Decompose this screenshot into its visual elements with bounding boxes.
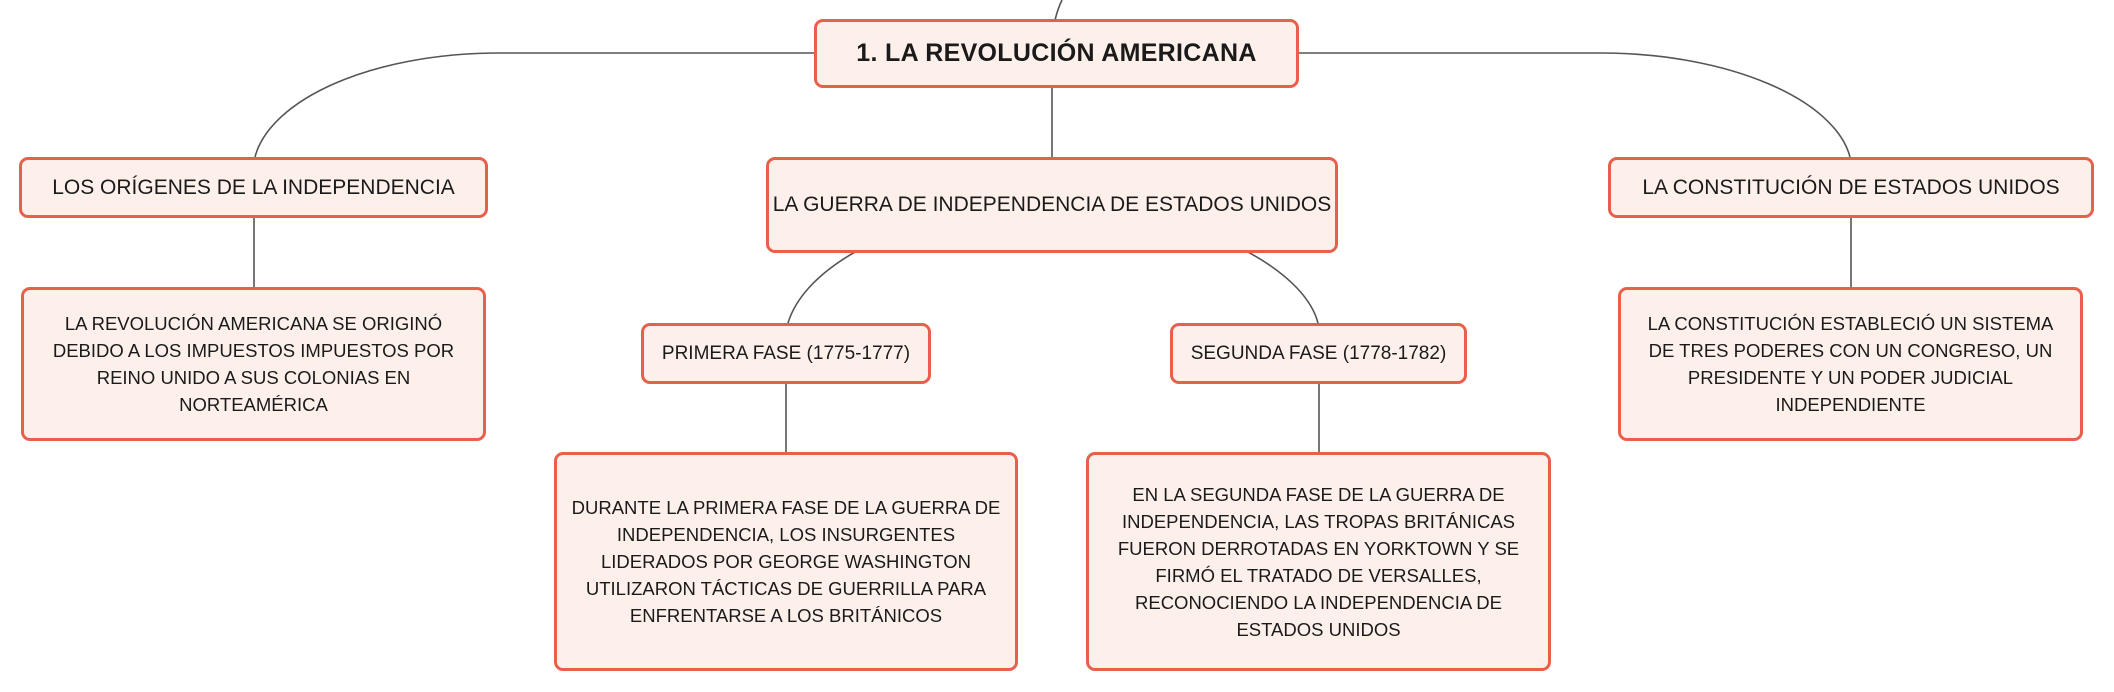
topic-label-war: LA GUERRA DE INDEPENDENCIA DE ESTADOS UN… [772, 193, 1332, 216]
desc-text-constitution: LA CONSTITUCIÓN ESTABLECIÓ UN SISTEMA DE… [1647, 313, 2054, 415]
desc-text-second-phase: EN LA SEGUNDA FASE DE LA GUERRA DE INDEP… [1117, 483, 1520, 640]
phase-label-second: SEGUNDA FASE (1778-1782) [1190, 342, 1447, 364]
phase-node-first[interactable]: PRIMERA FASE (1775-1777) [641, 323, 931, 384]
phase-node-second[interactable]: SEGUNDA FASE (1778-1782) [1170, 323, 1467, 384]
desc-text-origins: LA REVOLUCIÓN AMERICANA SE ORIGINÓ DEBID… [52, 313, 455, 415]
root-label: 1. LA REVOLUCIÓN AMERICANA [856, 39, 1257, 67]
root-node[interactable]: 1. LA REVOLUCIÓN AMERICANA [814, 19, 1299, 88]
desc-node-first-phase[interactable]: DURANTE LA PRIMERA FASE DE LA GUERRA DE … [554, 452, 1018, 671]
connector-war-phase1 [787, 251, 856, 324]
phase-label-first: PRIMERA FASE (1775-1777) [661, 342, 911, 364]
desc-text-first-phase: DURANTE LA PRIMERA FASE DE LA GUERRA DE … [571, 497, 1001, 626]
desc-node-constitution[interactable]: LA CONSTITUCIÓN ESTABLECIÓ UN SISTEMA DE… [1618, 287, 2083, 441]
topic-node-war[interactable]: LA GUERRA DE INDEPENDENCIA DE ESTADOS UN… [766, 157, 1338, 253]
topic-node-constitution[interactable]: LA CONSTITUCIÓN DE ESTADOS UNIDOS [1608, 157, 2094, 218]
topic-node-origins[interactable]: LOS ORÍGENES DE LA INDEPENDENCIA [19, 157, 488, 218]
topic-label-constitution: LA CONSTITUCIÓN DE ESTADOS UNIDOS [1642, 175, 2060, 199]
desc-node-origins[interactable]: LA REVOLUCIÓN AMERICANA SE ORIGINÓ DEBID… [21, 287, 486, 441]
connector-war-phase2 [1247, 251, 1319, 324]
connector-root-parent [1054, 0, 1063, 21]
desc-node-second-phase[interactable]: EN LA SEGUNDA FASE DE LA GUERRA DE INDEP… [1086, 452, 1551, 671]
topic-label-origins: LOS ORÍGENES DE LA INDEPENDENCIA [52, 175, 455, 199]
connector-root-constitution [1298, 52, 1851, 158]
connector-root-origins [254, 52, 814, 158]
